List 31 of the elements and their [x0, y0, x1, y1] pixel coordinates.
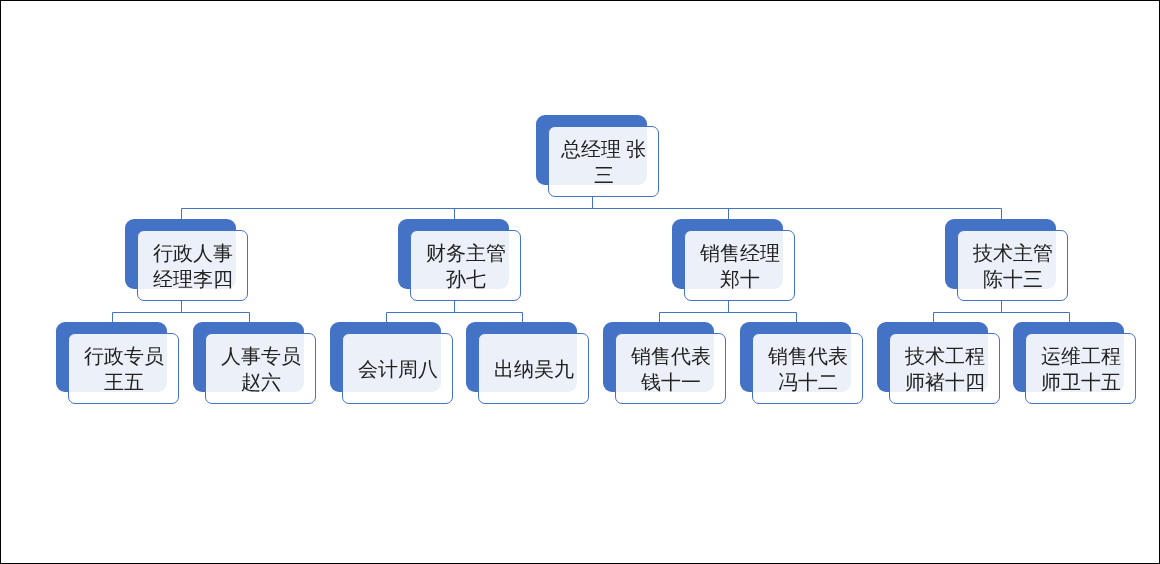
position-card — [125, 219, 248, 301]
position-title: 销售经理郑十 — [698, 240, 781, 292]
position-card — [56, 322, 179, 404]
connector-line — [728, 300, 797, 323]
position-title: 销售代表钱十一 — [629, 343, 712, 395]
position-card — [330, 322, 453, 404]
position-card — [945, 219, 1068, 301]
position-card — [603, 322, 726, 404]
position-card — [536, 115, 659, 197]
position-title: 人事专员赵六 — [219, 343, 302, 395]
position-card — [1013, 322, 1136, 404]
position-title: 运维工程师卫十五 — [1039, 343, 1122, 395]
position-title: 出纳吴九 — [493, 356, 574, 382]
position-title: 技术主管陈十三 — [971, 240, 1054, 292]
position-card — [877, 322, 1000, 404]
connector-line — [181, 300, 250, 323]
position-card — [740, 322, 863, 404]
position-title: 财务主管孙七 — [424, 240, 507, 292]
position-title: 行政专员王五 — [82, 343, 165, 395]
connector-line — [592, 196, 1002, 220]
position-title: 销售代表冯十二 — [766, 343, 849, 395]
position-card — [672, 219, 795, 301]
position-card — [466, 322, 589, 404]
connector-line — [1001, 300, 1070, 323]
position-title: 总经理 张三 — [559, 136, 648, 188]
position-title: 技术工程师褚十四 — [903, 343, 986, 395]
position-card — [193, 322, 316, 404]
position-title: 会计周八 — [357, 356, 438, 382]
position-card — [398, 219, 521, 301]
position-title: 行政人事经理李四 — [151, 240, 234, 292]
connector-line — [454, 300, 523, 323]
